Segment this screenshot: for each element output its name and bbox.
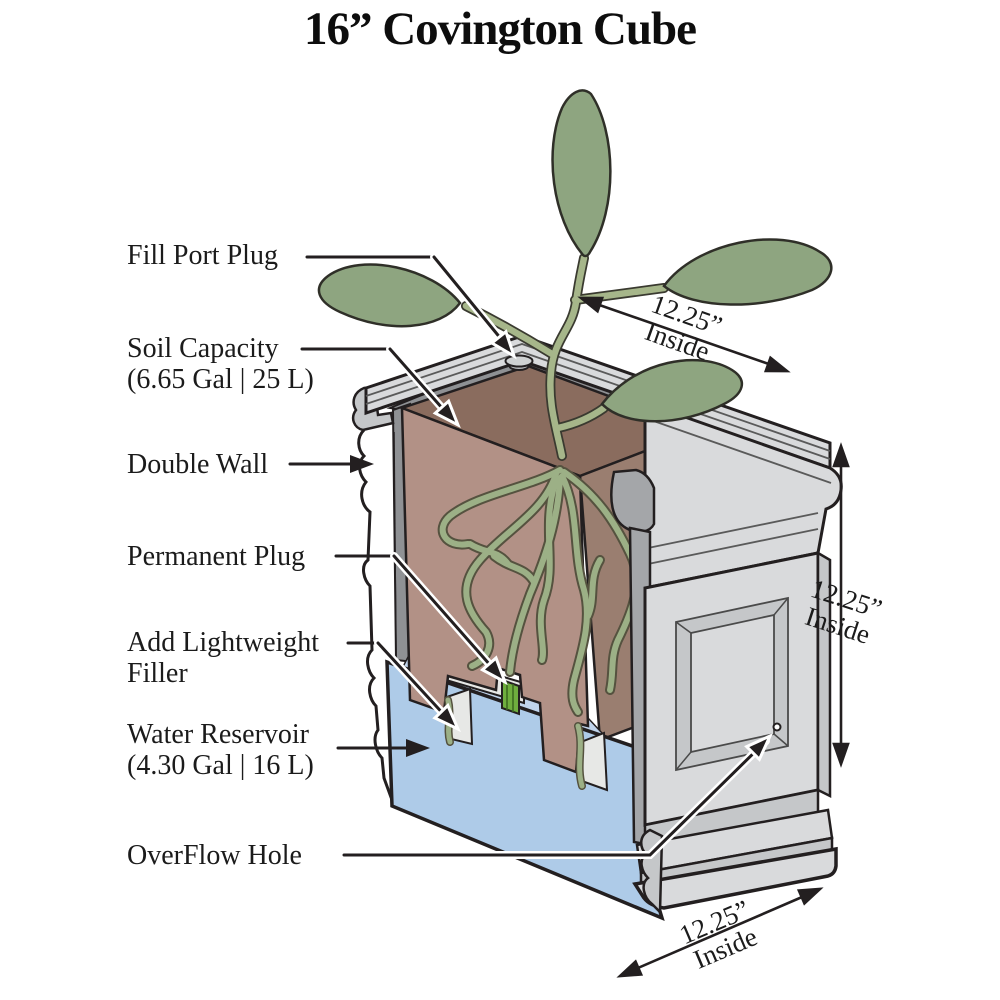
fill-port-plug-graphic <box>504 354 534 371</box>
overflow-hole-graphic <box>772 722 782 732</box>
leaf-lower-right <box>600 358 744 423</box>
leaf-left <box>317 263 462 328</box>
recessed-panel <box>675 596 789 772</box>
left-wall-cut-edge <box>357 428 394 801</box>
label-soil-capacity: Soil Capacity (6.65 Gal | 25 L) <box>127 333 314 396</box>
label-overflow-hole: OverFlow Hole <box>127 840 302 871</box>
soil-front-cut <box>400 406 642 792</box>
label-add-lightweight-filler: Add Lightweight Filler <box>127 627 320 690</box>
leaf-top <box>551 89 612 258</box>
diagram-title: 16” Covington Cube <box>303 3 697 55</box>
label-water-reservoir: Water Reservoir (4.30 Gal | 16 L) <box>127 719 314 782</box>
root-system <box>437 465 642 790</box>
plant-graphic <box>317 89 833 461</box>
dimension-arrows <box>577 296 850 978</box>
leader-arrows <box>288 253 774 859</box>
side-face-sliver <box>816 550 832 799</box>
label-fill-port-plug: Fill Port Plug <box>127 240 278 271</box>
base-molding <box>632 788 838 915</box>
planter-front-face <box>610 400 843 915</box>
label-permanent-plug: Permanent Plug <box>127 541 306 572</box>
leaf-right <box>662 238 833 306</box>
label-double-wall: Double Wall <box>127 449 269 480</box>
permanent-plug-graphic <box>501 678 520 716</box>
